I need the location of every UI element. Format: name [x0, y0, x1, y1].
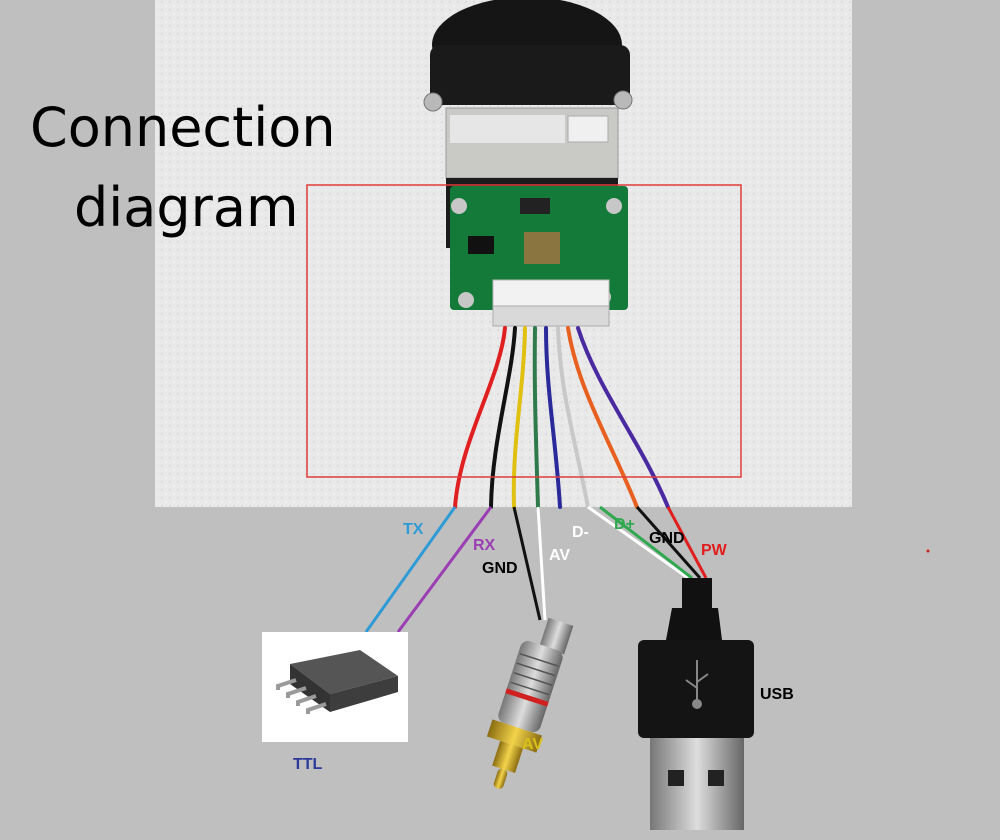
- usb-connector: [638, 578, 754, 830]
- title-line-2: diagram: [74, 176, 299, 239]
- label-usb: USB: [760, 686, 794, 703]
- label-gnd-av: GND: [482, 560, 518, 577]
- label-d-minus: D-: [572, 524, 589, 541]
- label-rx: RX: [473, 537, 496, 554]
- label-av-connector: AV: [522, 736, 544, 753]
- label-d-plus: D+: [614, 516, 635, 533]
- camera-module: [423, 0, 633, 327]
- highlight-box: [306, 184, 742, 478]
- label-gnd-usb: GND: [649, 530, 685, 547]
- diagram-title: Connection diagram: [30, 88, 336, 248]
- label-pw: PW: [701, 542, 727, 559]
- label-ttl: TTL: [293, 756, 323, 773]
- label-av-wire: AV: [549, 547, 571, 564]
- av-connector: [486, 617, 574, 789]
- ttl-chip: [262, 632, 408, 742]
- camera-wires: [453, 326, 670, 509]
- external-wires: [364, 505, 708, 633]
- title-line-1: Connection: [30, 96, 336, 159]
- label-tx: TX: [403, 521, 424, 538]
